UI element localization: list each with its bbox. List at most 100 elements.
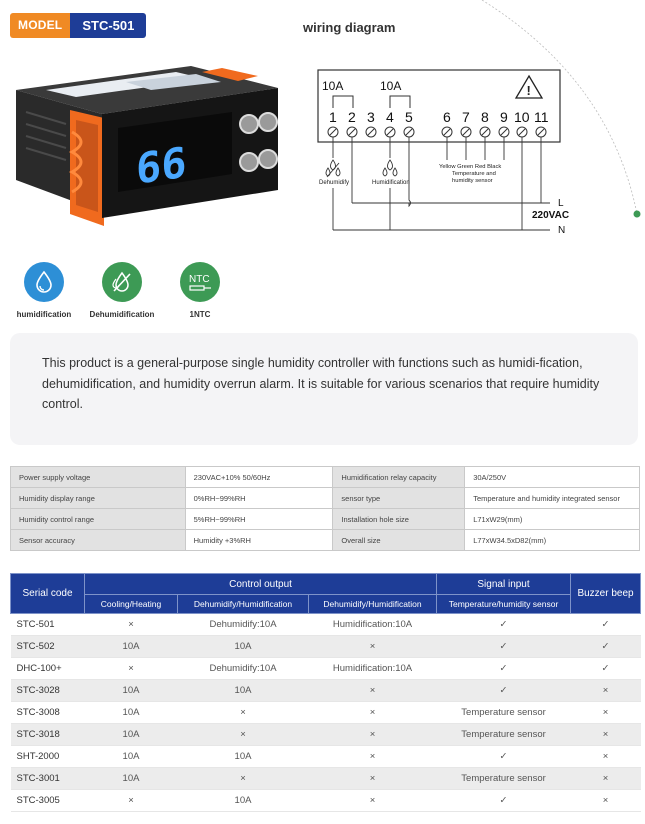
table-cell: Humidification:10A [308,613,437,636]
spec-label: Humidity control range [10,508,186,530]
table-cell: × [84,613,178,636]
humidification-icon [24,262,64,302]
terminal-1: 1 [329,109,337,125]
feature-label: humidification [16,310,72,319]
serial-code-cell: STC-3008 [10,701,85,724]
header-serial-code: Serial code [10,573,85,614]
dehumidification-icon [102,262,142,302]
spec-value: 30A/250V [464,466,640,488]
relay-rating-1: 10A [322,79,343,93]
table-cell: ✓ [570,635,641,658]
spec-label: Power supply voltage [10,466,186,488]
header-signal-input: Signal input [436,573,572,595]
sensor-colors-label: Yellow Green Red Black [439,164,501,170]
terminal-10: 10 [514,109,530,125]
table-cell: 10A [177,789,309,812]
spec-value: 5%RH~99%RH [184,508,334,530]
line-l-label: L [558,198,564,209]
wiring-diagram: 10A 10A ! 1 2 3 4 5 6 7 8 9 10 11 [317,69,569,236]
spec-label: Humidity display range [10,487,186,509]
table-cell: × [570,723,641,746]
terminal-2: 2 [348,109,356,125]
terminal-4: 4 [386,109,394,125]
table-cell: 10A [177,635,309,658]
controller-device-image: 66 [16,66,278,226]
table-cell: × [570,701,641,724]
table-cell: ✓ [436,635,571,658]
wiring-diagram-title: wiring diagram [303,20,396,35]
description-text: This product is a general-purpose single… [42,356,600,411]
table-cell: × [84,789,178,812]
comparison-table: Serial code Control output Signal input … [10,573,642,812]
table-cell: × [570,679,641,702]
feature-dehumidification: Dehumidification [86,262,158,319]
terminal-6: 6 [443,109,451,125]
header-buzzer-beep: Buzzer beep [570,573,642,614]
header-sensor: Temperature/humidity sensor [436,594,572,614]
table-cell: ✓ [570,657,641,680]
feature-icons: humidification Dehumidification NTC 1NTC [8,262,242,319]
feature-ntc: NTC 1NTC [164,262,236,319]
spec-value: L71xW29(mm) [464,508,640,530]
table-cell: × [570,767,641,790]
serial-code-cell: STC-501 [10,613,85,636]
svg-text:!: ! [527,83,531,98]
spec-value: Humidity +3%RH [184,529,334,551]
table-row: STC-3005×10A×✓× [10,789,641,812]
ntc-icon-text: NTC [189,274,210,285]
terminal-3: 3 [367,109,375,125]
table-cell: 10A [177,679,309,702]
voltage-label: 220VAC [532,210,569,221]
table-cell: × [570,745,641,768]
header-dehumidify-1: Dehumidify/Humidification [177,594,309,614]
table-cell: × [308,767,437,790]
serial-code-cell: STC-3005 [10,789,85,812]
header-dehumidify-2: Dehumidify/Humidification [307,594,438,614]
serial-code-cell: DHC-100+ [10,657,85,680]
table-cell: ✓ [436,789,571,812]
table-cell: × [308,789,437,812]
table-cell: × [308,723,437,746]
line-n-label: N [558,225,565,236]
terminal-8: 8 [481,109,489,125]
model-code: STC-501 [70,13,147,38]
table-cell: × [308,701,437,724]
table-cell: 10A [84,701,178,724]
spec-value: Temperature and humidity integrated sens… [464,487,640,509]
table-cell: × [308,679,437,702]
spec-label: Sensor accuracy [10,529,186,551]
table-cell: × [177,767,309,790]
table-cell: ✓ [436,657,571,680]
table-cell: 10A [84,745,178,768]
dehumidify-label: Dehumidify [319,180,349,186]
table-cell: ✓ [436,679,571,702]
table-cell: 10A [84,679,178,702]
table-cell: Dehumidify:10A [177,657,309,680]
table-cell: ✓ [436,613,571,636]
serial-code-cell: STC-3018 [10,723,85,746]
feature-humidification: humidification [8,262,80,319]
table-cell: ✓ [570,613,641,636]
terminal-7: 7 [462,109,470,125]
relay-rating-2: 10A [380,79,401,93]
table-cell: 10A [177,745,309,768]
table-cell: × [308,635,437,658]
table-cell: 10A [84,635,178,658]
table-cell: Temperature sensor [436,701,571,724]
serial-code-cell: STC-3028 [10,679,85,702]
spec-label: Overall size [332,529,466,551]
terminal-5: 5 [405,109,413,125]
table-cell: × [177,701,309,724]
terminal-9: 9 [500,109,508,125]
